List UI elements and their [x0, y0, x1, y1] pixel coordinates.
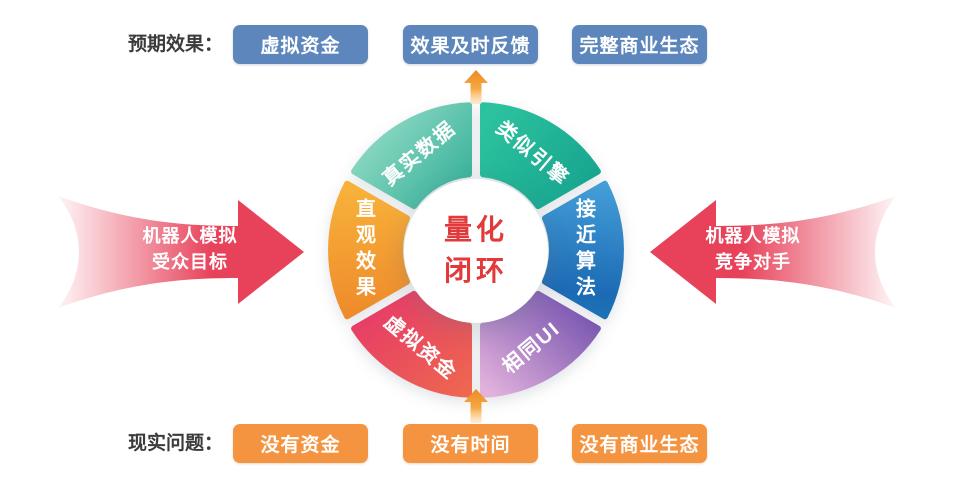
problem-button-no-funds: 没有资金: [233, 424, 368, 463]
center-circle: 量化 闭环: [404, 179, 548, 323]
left-arrow-caption-line1: 机器人模拟: [142, 226, 238, 246]
ring-segments: [328, 102, 624, 398]
cycle-ring: 真实数据 类似引擎 接近算法 相同UI 虚拟资金 直观效果: [326, 100, 626, 400]
segment-label-close-algorithm: 接近算法: [572, 198, 595, 302]
expected-button-complete-ecosystem: 完整商业生态: [572, 25, 707, 64]
bottom-up-arrow-icon: [463, 389, 489, 423]
right-arrow-caption-line2: 竞争对手: [715, 252, 791, 272]
left-arrow: 机器人模拟 受众目标: [56, 193, 308, 311]
expected-button-timely-feedback: 效果及时反馈: [403, 25, 538, 64]
segment-same-ui: [480, 290, 601, 398]
right-arrow: 机器人模拟 竞争对手: [646, 193, 898, 311]
right-arrow-caption-line1: 机器人模拟: [705, 226, 801, 246]
right-pointing-arrow-icon: [58, 196, 304, 308]
segment-intuitive-effect: [328, 180, 410, 320]
left-pointing-arrow-icon: [650, 196, 896, 308]
center-title-line2: 闭环: [443, 255, 508, 286]
segment-similar-engine: [480, 102, 601, 210]
expected-results-label: 预期效果：: [128, 34, 224, 55]
segment-real-data: [351, 102, 472, 210]
real-problems-label: 现实问题：: [128, 433, 224, 454]
segment-close-algorithm: [542, 180, 624, 320]
expected-button-virtual-funds: 虚拟资金: [233, 25, 368, 64]
segment-label-intuitive-effect: 直观效果: [352, 198, 375, 302]
left-arrow-caption-line2: 受众目标: [152, 252, 228, 272]
top-up-arrow-icon: [463, 70, 489, 104]
problem-button-no-ecosystem: 没有商业生态: [572, 424, 707, 463]
right-arrow-caption: 机器人模拟 竞争对手: [673, 223, 833, 275]
left-arrow-caption: 机器人模拟 受众目标: [110, 223, 270, 275]
problem-button-no-time: 没有时间: [403, 424, 538, 463]
center-title-line1: 量化: [443, 214, 508, 246]
segment-virtual-funds: [351, 290, 472, 398]
